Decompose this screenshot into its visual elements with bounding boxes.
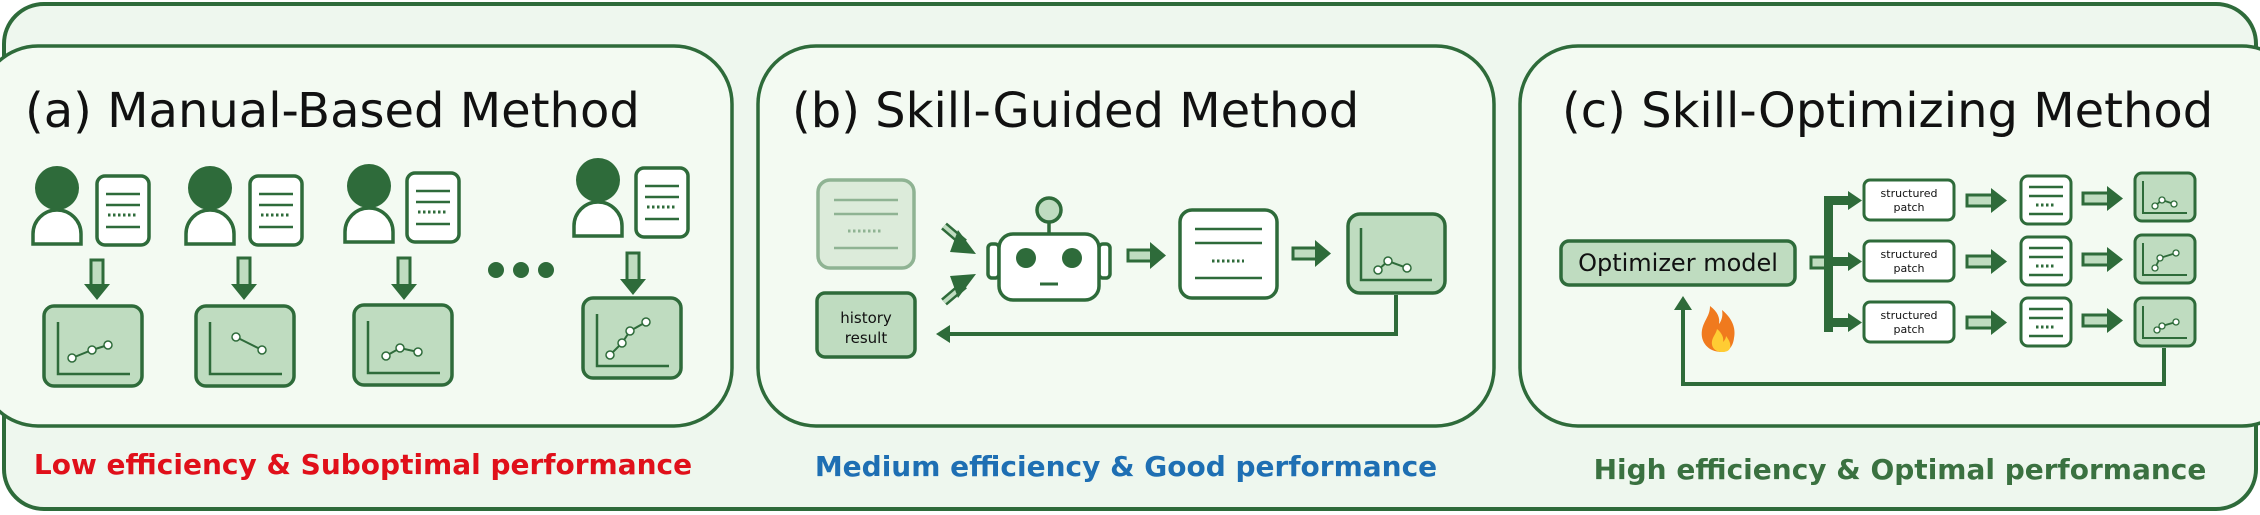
- document-icon: [1178, 208, 1279, 300]
- chart-icon: [194, 304, 296, 388]
- right-arrow-icon: [1965, 188, 2007, 213]
- panel-manual-based: (a) Manual-Based Method: [0, 44, 734, 428]
- document-icon: [95, 174, 151, 247]
- ellipsis-icon: [488, 262, 554, 278]
- document-icon: [405, 171, 461, 244]
- optimizer-model-box: Optimizer model: [1559, 239, 1797, 287]
- branch-connector: [1809, 191, 1862, 332]
- person-icon: [343, 164, 395, 244]
- optimizer-model-label: Optimizer model: [1578, 249, 1778, 277]
- patch-label-line-1: structured: [1881, 248, 1938, 261]
- panel-skill-guided: (b) Skill-Guided Method history result: [756, 44, 1496, 428]
- patch-label-line-2: patch: [1893, 262, 1924, 275]
- manual-group-3: [343, 164, 461, 387]
- fire-icon: [1701, 306, 1735, 352]
- robot-icon: [986, 196, 1112, 302]
- history-result-box: history result: [815, 291, 917, 359]
- document-icon: [2019, 296, 2073, 348]
- chart-icon: [2133, 171, 2197, 223]
- chart-icon: [352, 303, 454, 387]
- down-arrow-icon: [391, 256, 417, 300]
- right-arrow-icon: [2081, 308, 2123, 333]
- manual-group-2: [184, 166, 304, 388]
- structured-patch-box: structured patch: [1862, 178, 1956, 222]
- manual-group-4: [572, 158, 690, 380]
- chart-icon: [42, 304, 144, 388]
- document-icon: [2019, 235, 2073, 287]
- right-arrow-icon: [1126, 242, 1166, 269]
- optimization-row-2: structured patch: [1862, 233, 2197, 287]
- history-label-line-2: result: [845, 329, 888, 347]
- person-icon: [184, 166, 236, 246]
- chart-icon: [1346, 212, 1447, 295]
- panel-skill-optimizing: (c) Skill-Optimizing Method Optimizer mo…: [1518, 44, 2260, 428]
- right-arrow-icon: [1965, 249, 2007, 274]
- right-arrow-icon: [1965, 310, 2007, 335]
- diagonal-arrow-icon: [941, 222, 976, 254]
- panel-c-caption: High efficiency & Optimal performance: [1594, 453, 2207, 486]
- history-label-line-1: history: [840, 309, 892, 327]
- panel-a-caption: Low efficiency & Suboptimal performance: [34, 448, 692, 481]
- panel-c-title: (c) Skill-Optimizing Method: [1562, 83, 2213, 139]
- right-arrow-icon: [1291, 240, 1331, 267]
- chart-icon: [2133, 233, 2197, 285]
- patch-label-line-1: structured: [1881, 187, 1938, 200]
- skill-document-icon: [816, 178, 916, 270]
- panel-b-caption: Medium efficiency & Good performance: [815, 450, 1437, 483]
- down-arrow-icon: [231, 256, 257, 300]
- optimization-row-3: structured patch: [1862, 296, 2197, 348]
- right-arrow-icon: [2081, 247, 2123, 272]
- patch-label-line-2: patch: [1893, 323, 1924, 336]
- feedback-arrow: [1674, 296, 2166, 386]
- panel-b-title: (b) Skill-Guided Method: [792, 83, 1359, 139]
- document-icon: [2019, 174, 2073, 226]
- document-icon: [248, 174, 304, 247]
- panel-a-title: (a) Manual-Based Method: [25, 83, 640, 139]
- structured-patch-box: structured patch: [1862, 300, 1956, 344]
- feedback-arrow: [936, 295, 1398, 343]
- structured-patch-box: structured patch: [1862, 239, 1956, 283]
- optimization-row-1: structured patch: [1862, 171, 2197, 226]
- patch-label-line-1: structured: [1881, 309, 1938, 322]
- manual-group-1: [31, 166, 151, 388]
- diagonal-arrow-icon: [941, 274, 976, 306]
- person-icon: [31, 166, 83, 246]
- person-icon: [572, 158, 624, 238]
- down-arrow-icon: [620, 251, 646, 295]
- down-arrow-icon: [84, 258, 110, 300]
- document-icon: [634, 166, 690, 239]
- right-arrow-icon: [2081, 186, 2123, 211]
- patch-label-line-2: patch: [1893, 201, 1924, 214]
- chart-icon: [581, 296, 683, 380]
- chart-icon: [2133, 296, 2197, 348]
